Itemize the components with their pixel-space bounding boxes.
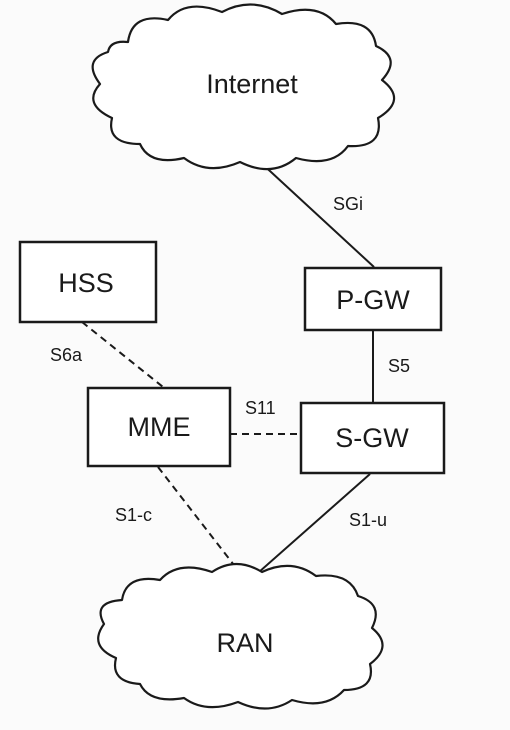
internet-cloud: Internet xyxy=(91,3,396,171)
hss-box xyxy=(18,240,158,324)
pgw-label: P-GW xyxy=(336,285,410,315)
mme-node: MME xyxy=(86,386,232,468)
pgw-node: P-GW xyxy=(303,266,443,332)
ran-cloud: RAN xyxy=(97,562,384,710)
ran-label: RAN xyxy=(216,628,273,658)
hss-node: HSS xyxy=(18,240,158,324)
interface-label-s6a: S6a xyxy=(50,345,83,365)
internet-label: Internet xyxy=(206,69,298,99)
sgw-box xyxy=(299,401,446,475)
sgw-node: S-GW xyxy=(299,401,446,475)
hss-label: HSS xyxy=(58,268,114,298)
interface-label-s5: S5 xyxy=(388,356,410,376)
interface-label-s1c: S1-c xyxy=(115,505,152,525)
sgw-label: S-GW xyxy=(335,423,409,453)
link-mme-ran xyxy=(157,466,245,579)
link-internet-pgw xyxy=(257,159,375,268)
mme-box xyxy=(86,386,232,468)
interface-label-s1u: S1-u xyxy=(349,510,387,530)
link-hss-mme xyxy=(81,321,164,388)
interface-label-s11: S11 xyxy=(245,398,276,418)
mme-label: MME xyxy=(128,412,191,442)
interface-label-sgi: SGi xyxy=(333,194,363,214)
ran-cloud-shape xyxy=(97,562,384,710)
internet-cloud-shape xyxy=(91,3,396,171)
link-sgw-ran xyxy=(249,473,371,581)
pgw-box xyxy=(303,266,443,332)
